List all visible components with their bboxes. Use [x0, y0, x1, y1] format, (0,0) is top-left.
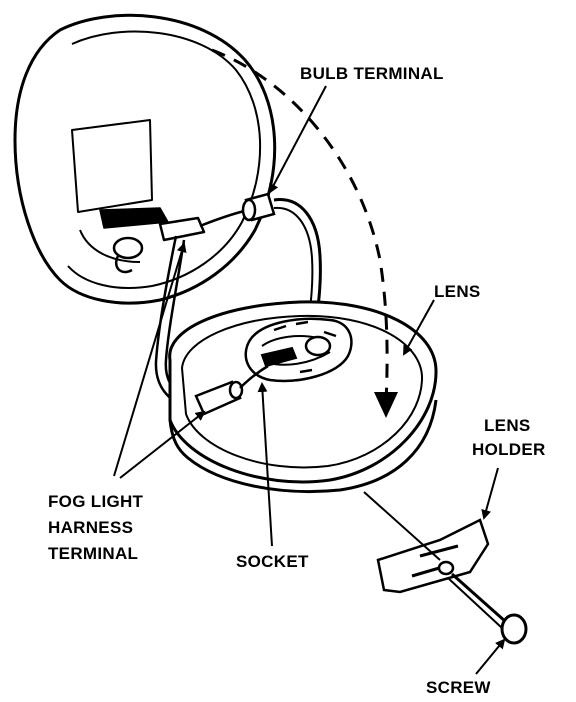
lens-leader	[403, 299, 435, 356]
bulb-terminal-label: BULB TERMINAL	[300, 64, 444, 83]
fog-light-label-line1: FOG LIGHT	[48, 492, 144, 511]
harness-terminal-connector	[194, 364, 269, 416]
fog-light-label-line3: TERMINAL	[48, 544, 139, 563]
screw-label: SCREW	[426, 678, 491, 697]
holder-guide-line	[363, 491, 441, 561]
fog-terminal-leader-1	[113, 242, 187, 477]
lens-part	[168, 300, 438, 494]
lens-holder-label-line1: LENS	[484, 416, 531, 435]
socket-label: SOCKET	[236, 552, 309, 571]
assembly-direction-arrow	[211, 48, 389, 403]
screw-leader	[475, 638, 506, 675]
lens-holder-label-line2: HOLDER	[472, 440, 546, 459]
bulb-terminal-leader	[269, 85, 327, 194]
lens-holder-leader	[481, 467, 499, 520]
bulb-terminal-part	[241, 192, 322, 345]
socket-leader	[257, 382, 273, 547]
assembly-arrowhead	[374, 392, 398, 418]
screw-part	[447, 572, 528, 645]
fog-terminal-leader-2	[119, 410, 206, 479]
fog-light-label-line2: HARNESS	[48, 518, 134, 537]
fog-light-housing	[13, 13, 277, 305]
lens-label: LENS	[434, 282, 481, 301]
lens-holder-part	[376, 518, 490, 594]
socket-part	[244, 317, 353, 383]
